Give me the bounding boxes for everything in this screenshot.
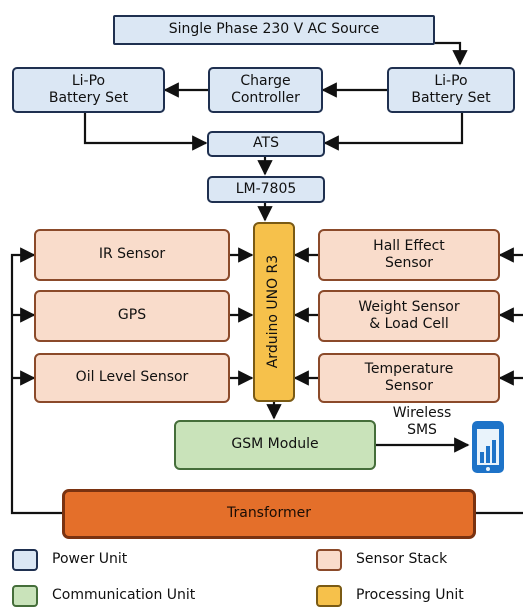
hall-effect-sensor-label: Hall Effect Sensor [373,237,445,271]
wireless-sms-label: Wireless SMS [392,405,452,439]
gps-box: GPS [34,290,230,342]
gsm-module-box: GSM Module [174,420,376,470]
regulator-box: LM-7805 [207,176,325,203]
ac-source-box: Single Phase 230 V AC Source [113,15,435,45]
regulator-label: LM-7805 [235,180,297,197]
hall-effect-sensor-box: Hall Effect Sensor [318,229,500,281]
battery-left-box: Li-Po Battery Set [12,67,165,113]
ir-sensor-label: IR Sensor [98,246,166,263]
transformer-box: Transformer [62,489,476,539]
legend-label-communication: Communication Unit [52,587,196,603]
legend-label-processing: Processing Unit [356,587,464,603]
transformer-label: Transformer [226,505,311,522]
battery-right-label: Li-Po Battery Set [411,72,491,106]
arduino-box: Arduino UNO R3 [253,222,295,402]
ac-source-label: Single Phase 230 V AC Source [168,21,380,38]
smartphone-icon [472,421,504,473]
oil-level-sensor-box: Oil Level Sensor [34,353,230,403]
ats-box: ATS [207,131,325,157]
charge-controller-box: Charge Controller [208,67,323,113]
oil-level-sensor-label: Oil Level Sensor [75,369,189,386]
ir-sensor-box: IR Sensor [34,229,230,281]
gps-label: GPS [117,307,147,324]
legend-label-power: Power Unit [52,551,128,567]
legend-swatch-sensor [316,549,342,571]
legend-swatch-communication [12,585,38,607]
temperature-sensor-label: Temperature Sensor [364,360,454,394]
battery-left-label: Li-Po Battery Set [48,72,129,106]
legend-label-sensor: Sensor Stack [356,551,448,567]
arduino-label: Arduino UNO R3 [265,255,282,369]
charge-controller-label: Charge Controller [231,72,300,106]
legend-swatch-power [12,549,38,571]
legend-swatch-processing [316,585,342,607]
temperature-sensor-box: Temperature Sensor [318,353,500,403]
ats-label: ATS [253,135,279,152]
weight-sensor-label: Weight Sensor & Load Cell [358,298,460,332]
weight-sensor-box: Weight Sensor & Load Cell [318,290,500,342]
battery-right-box: Li-Po Battery Set [387,67,515,113]
gsm-module-label: GSM Module [231,436,319,453]
